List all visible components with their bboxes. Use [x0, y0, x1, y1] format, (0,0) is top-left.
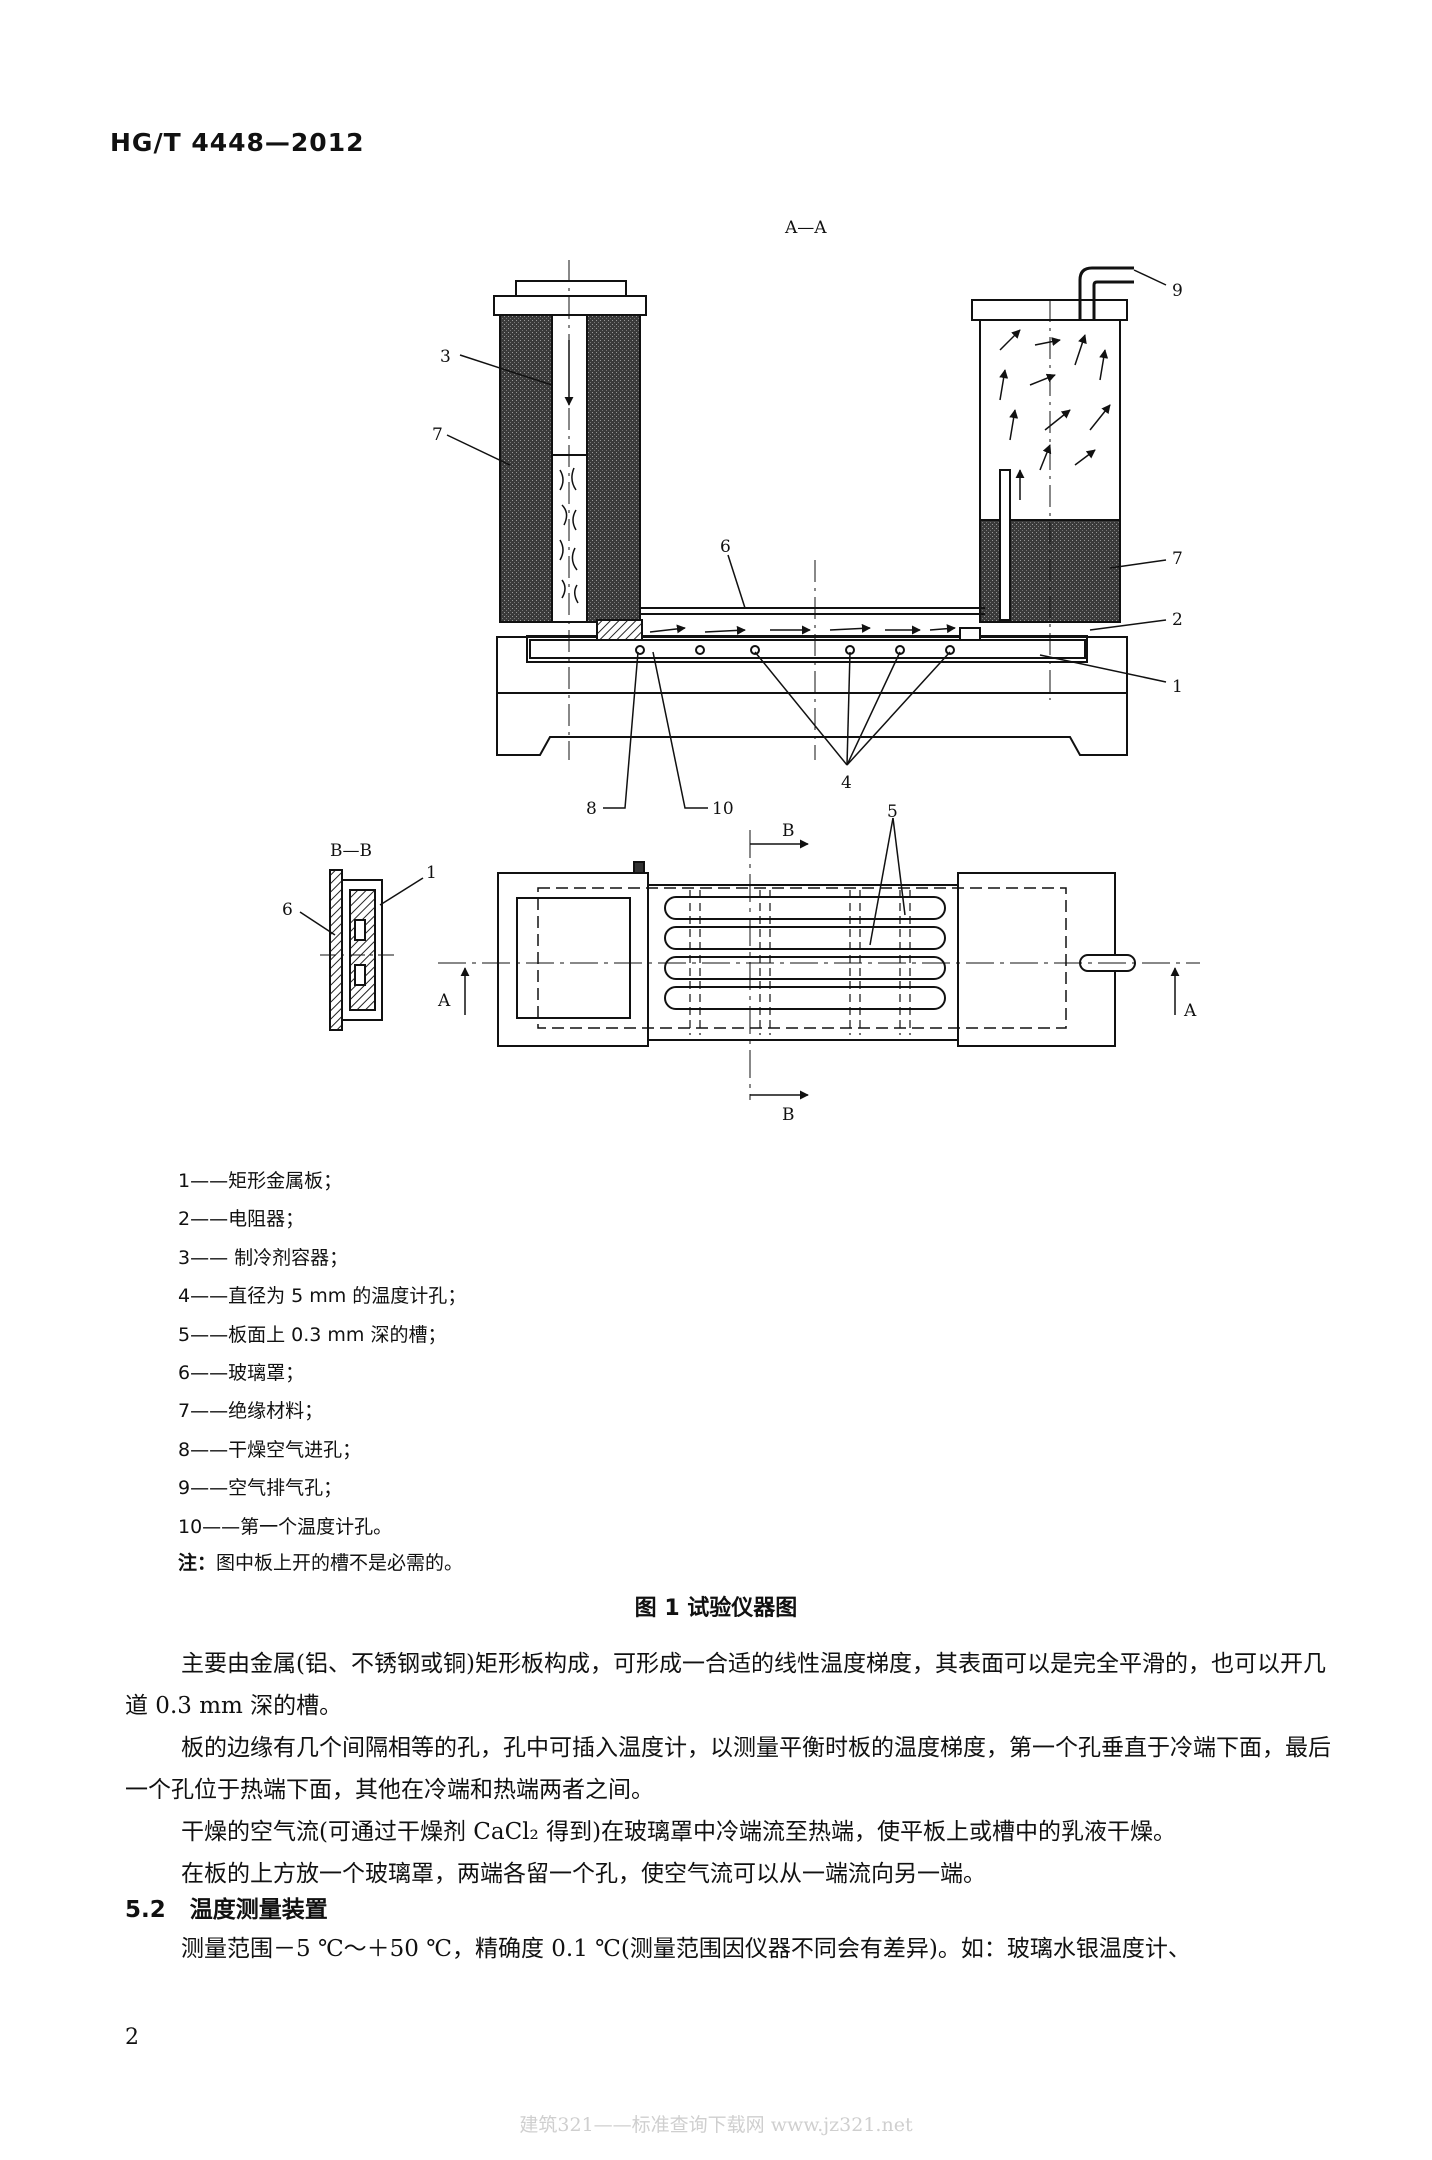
- footer-watermark: 建筑321——标准查询下载网 www.jz321.net: [519, 2114, 913, 2136]
- section-paragraph: 测量范围－5 ℃～＋50 ℃，精确度 0.1 ℃(测量范围因仪器不同会有差异)。…: [181, 1936, 1191, 1962]
- legend-item-8: 8——干燥空气进孔；: [178, 1438, 362, 1461]
- document-code: HG/T 4448—2012: [110, 128, 365, 157]
- callout-5: 5: [887, 802, 898, 822]
- callout-7-right: 7: [1172, 549, 1183, 569]
- marker-a-right: A: [1183, 1001, 1197, 1021]
- marker-a-left: A: [437, 991, 451, 1011]
- legend-item-5: 5——板面上 0.3 mm 深的槽；: [178, 1323, 447, 1346]
- section-aa-drawing: [446, 260, 1167, 809]
- section-aa-label: A—A: [784, 218, 827, 238]
- callout-1: 1: [1172, 677, 1183, 697]
- paragraph-4: 在板的上方放一个玻璃罩，两端各留一个孔，使空气流可以从一端流向另一端。: [181, 1861, 986, 1887]
- apparatus-figure: A—A: [282, 218, 1200, 1125]
- callout-8: 8: [586, 799, 597, 819]
- paragraph-3: 干燥的空气流(可通过干燥剂 CaCl₂ 得到)在玻璃罩中冷端流至热端，使平板上或…: [181, 1819, 1177, 1845]
- section-number: 5.2: [125, 1897, 166, 1923]
- callout-6: 6: [720, 537, 731, 557]
- section-title: 温度测量装置: [189, 1897, 328, 1923]
- section-body: 测量范围－5 ℃～＋50 ℃，精确度 0.1 ℃(测量范围因仪器不同会有差异)。…: [125, 1928, 1340, 1970]
- note-label: 注：: [178, 1552, 217, 1574]
- legend-item-10: 10——第一个温度计孔。: [178, 1515, 393, 1538]
- legend-item-3: 3—— 制冷剂容器；: [178, 1246, 349, 1269]
- callout-6-bb: 6: [282, 900, 293, 920]
- section-bb-drawing: [299, 869, 424, 1031]
- figure-note: 注：图中板上开的槽不是必需的。: [178, 1548, 463, 1575]
- callout-9: 9: [1172, 281, 1183, 301]
- figure-legend: 1——矩形金属板； 2——电阻器； 3—— 制冷剂容器； 4——直径为 5 mm…: [178, 1162, 466, 1546]
- note-text: 图中板上开的槽不是必需的。: [216, 1552, 464, 1574]
- callout-3: 3: [440, 347, 451, 367]
- legend-item-6: 6——玻璃罩；: [178, 1362, 305, 1385]
- body-paragraphs: 主要由金属(铝、不锈钢或铜)矩形板构成，可形成一合适的线性温度梯度，其表面可以是…: [125, 1643, 1340, 1895]
- plan-view-drawing: [438, 817, 1200, 1100]
- marker-b-bottom: B: [782, 1105, 795, 1125]
- page-number: 2: [125, 2025, 139, 2050]
- section-heading: 5.2 温度测量装置: [125, 1890, 328, 1924]
- paragraph-2: 板的边缘有几个间隔相等的孔，孔中可插入温度计，以测量平衡时板的温度梯度，第一个孔…: [125, 1735, 1331, 1803]
- legend-item-2: 2——电阻器；: [178, 1208, 305, 1231]
- callout-10: 10: [712, 799, 734, 819]
- legend-item-4: 4——直径为 5 mm 的温度计孔；: [178, 1285, 467, 1308]
- marker-b-top: B: [782, 821, 795, 841]
- callout-7-left: 7: [432, 425, 443, 445]
- figure-caption: 图 1 试验仪器图: [634, 1596, 798, 1621]
- callout-2: 2: [1172, 610, 1183, 630]
- section-bb-label: B—B: [330, 841, 372, 861]
- callout-1-bb: 1: [426, 863, 437, 883]
- paragraph-1: 主要由金属(铝、不锈钢或铜)矩形板构成，可形成一合适的线性温度梯度，其表面可以是…: [125, 1651, 1326, 1719]
- legend-item-7: 7——绝缘材料；: [178, 1400, 324, 1423]
- legend-item-1: 1——矩形金属板；: [178, 1170, 343, 1192]
- legend-item-9: 9——空气排气孔；: [178, 1477, 343, 1500]
- callout-4: 4: [841, 773, 852, 793]
